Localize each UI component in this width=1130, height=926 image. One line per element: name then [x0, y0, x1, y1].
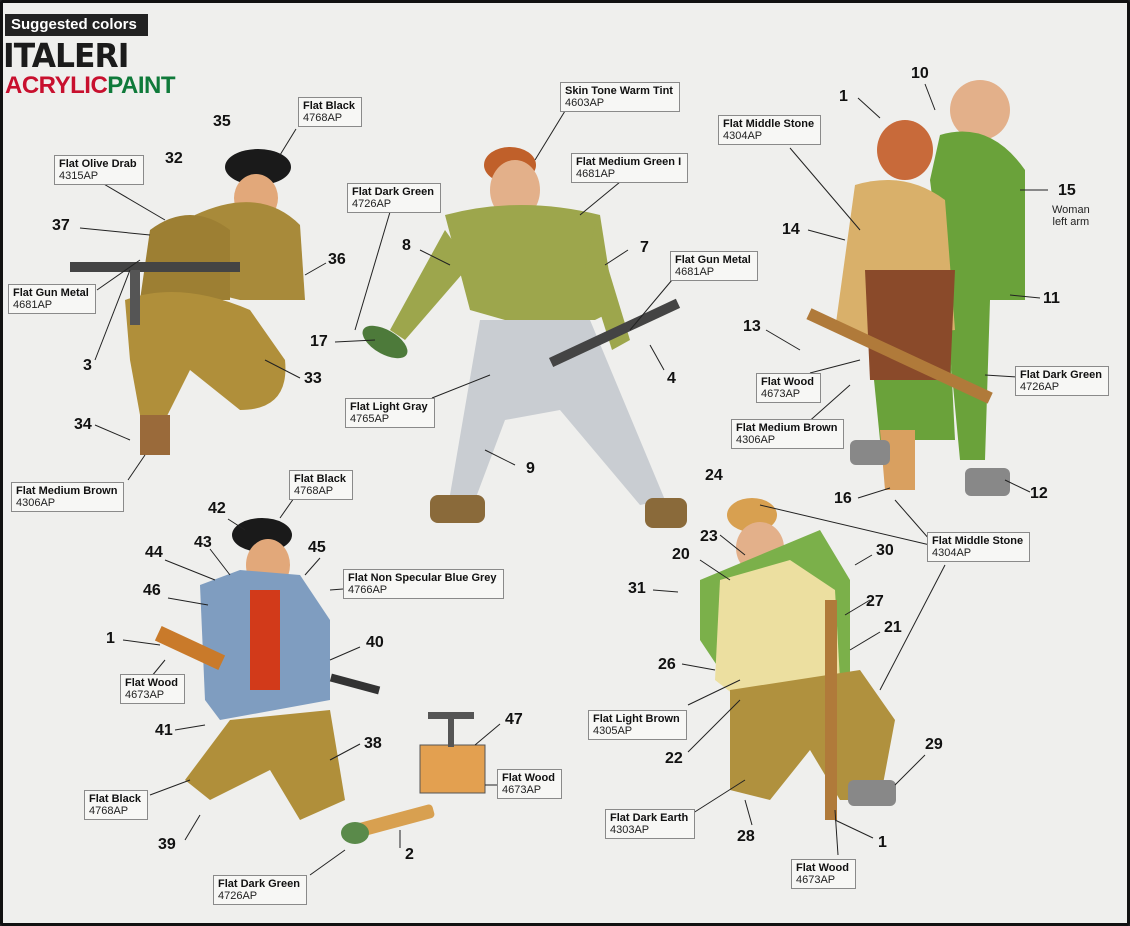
- part-number: 41: [155, 722, 173, 739]
- part-number: 36: [328, 251, 346, 268]
- acrylic-word: ACRYLIC: [5, 72, 108, 99]
- part-number: 34: [74, 416, 92, 433]
- part-number: 9: [526, 460, 535, 477]
- part-number: 16: [834, 490, 852, 507]
- part-number: 28: [737, 828, 755, 845]
- part-number: 26: [658, 656, 676, 673]
- figure-blue-jacket-man: [154, 518, 381, 820]
- figure-binocular-man: [700, 498, 896, 820]
- part-number: 22: [665, 750, 683, 767]
- part-number: 45: [308, 539, 326, 556]
- detonator-box: [419, 712, 486, 794]
- figure-couple: [806, 80, 1025, 496]
- part-number: 31: [628, 580, 646, 597]
- part-number: 23: [700, 528, 718, 545]
- part-number: 12: [1030, 485, 1048, 502]
- part-number: 46: [143, 582, 161, 599]
- italeri-logo: ITALERI: [3, 36, 129, 75]
- part-number: 15: [1058, 182, 1076, 199]
- part-number: 33: [304, 370, 322, 387]
- part-number: 42: [208, 500, 226, 517]
- part-number: 2: [405, 846, 414, 863]
- figure-standing-man: [362, 147, 687, 528]
- part-number: 29: [925, 736, 943, 753]
- part-number: 4: [667, 370, 676, 387]
- part-number: 27: [866, 593, 884, 610]
- part-number: 10: [911, 65, 929, 82]
- part-number: 32: [165, 150, 183, 167]
- suggested-colors-heading: Suggested colors: [5, 14, 148, 36]
- part-number: 1: [878, 834, 887, 851]
- acrylic-paint-logo: ACRYLICPAINT: [5, 72, 175, 100]
- part-number: 8: [402, 237, 411, 254]
- part-number: 30: [876, 542, 894, 559]
- part-number: 47: [505, 711, 523, 728]
- part-number: 44: [145, 544, 163, 561]
- part-number: 1: [106, 630, 115, 647]
- part-number: 17: [310, 333, 328, 350]
- part-number: 40: [366, 634, 384, 651]
- part-number: 11: [1043, 290, 1060, 307]
- part-number: 37: [52, 217, 70, 234]
- part-number: 3: [83, 357, 92, 374]
- part-number: 14: [782, 221, 800, 238]
- part-number: 7: [640, 239, 649, 256]
- part-number: 43: [194, 534, 212, 551]
- part-number: 24: [705, 467, 723, 484]
- part-number: 20: [672, 546, 690, 563]
- paint-word: PAINT: [107, 72, 175, 99]
- part-number: 13: [743, 318, 761, 335]
- part-number: 38: [364, 735, 382, 752]
- part-number: 21: [884, 619, 902, 636]
- part-number: 39: [158, 836, 176, 853]
- part-number: 35: [213, 113, 231, 130]
- figure-kneeling-soldier: [70, 149, 305, 455]
- part-number: 1: [839, 88, 848, 105]
- stick-grenade: [341, 804, 435, 844]
